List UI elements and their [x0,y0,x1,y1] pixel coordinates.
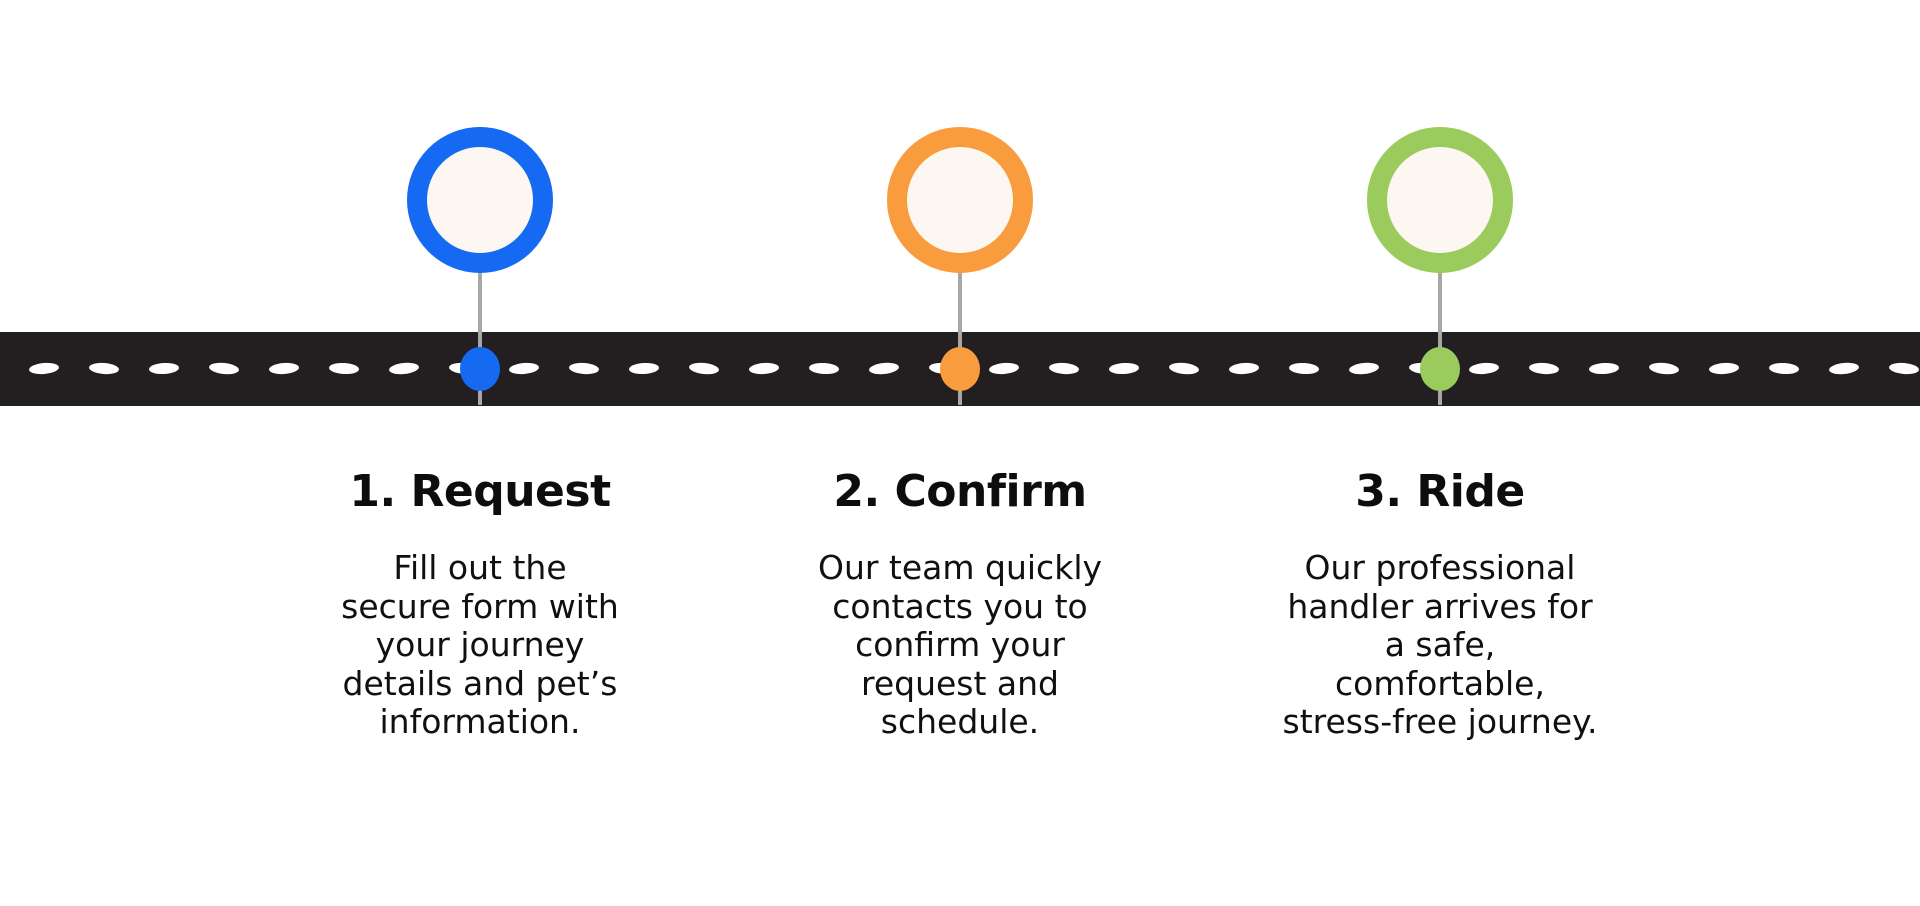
road-dash [328,362,360,375]
road-dash [148,362,180,375]
road-dash [1108,362,1140,375]
road-dash [1048,361,1080,376]
road-dash [1648,361,1680,376]
road-dot-icon [460,347,500,391]
road-dash [1468,361,1500,376]
step-description: Fill out the secure form with your journ… [341,548,619,741]
road-dash [1228,361,1260,376]
milestone-ring-icon [407,127,553,273]
road-dash [388,361,420,376]
road-dash [1828,361,1860,376]
step-title: 1. Request [349,466,611,517]
connector-line [958,272,962,405]
road-dash [1768,362,1800,375]
road-dash [568,361,600,376]
road-dash [1888,361,1920,376]
milestone-ring-icon [1367,127,1513,273]
step-title: 2. Confirm [833,466,1087,517]
connector-line [1438,272,1442,405]
road-dash [688,361,720,376]
connector-line [478,272,482,405]
road-dash [1708,361,1740,376]
road-dash [868,361,900,376]
road-dash [88,361,120,376]
road-dash [1588,362,1620,375]
road-dash [1168,361,1200,376]
step-title: 3. Ride [1355,466,1525,517]
step-confirm: 2. Confirm Our team quickly contacts you… [740,0,1180,906]
road-dash [268,361,300,376]
road-dash [748,361,780,376]
step-request: 1. Request Fill out the secure form with… [260,0,700,906]
step-ride: 3. Ride Our professional handler arrives… [1220,0,1660,906]
road-dash [1288,362,1320,375]
road-dash [28,361,60,376]
road-dot-icon [1420,347,1460,391]
road-dash [628,362,660,375]
road-dot-icon [940,347,980,391]
road-dash [808,362,840,375]
road-dash [508,361,540,376]
step-description: Our professional handler arrives for a s… [1282,548,1598,741]
road-dash [1528,361,1560,376]
step-description: Our team quickly contacts you to confirm… [817,548,1103,741]
road-dash [208,361,240,376]
milestone-ring-icon [887,127,1033,273]
road-dash [988,361,1020,376]
road-dash [1348,361,1380,376]
